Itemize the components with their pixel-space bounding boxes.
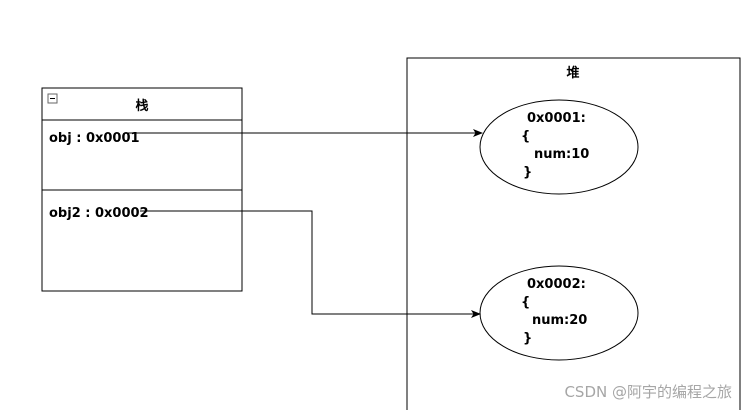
heap-object-open-brace: { — [521, 295, 530, 310]
heap-object-close-brace: } — [523, 331, 532, 346]
watermark: CSDN @阿宇的编程之旅 — [564, 383, 732, 401]
stack-row-obj: obj : 0x0001 — [49, 131, 140, 146]
heap-object-1: 0x0001: { num:10 } — [479, 99, 639, 195]
stack-title: 栈 — [135, 98, 148, 114]
heap-object-field: num:20 — [532, 313, 587, 328]
heap-object-ellipse — [479, 99, 639, 195]
heap-object-field: num:10 — [534, 147, 589, 162]
heap-title: 堆 — [566, 65, 579, 81]
heap-container: 堆 — [406, 57, 741, 410]
heap-object-open-brace: { — [521, 129, 530, 144]
collapse-icon[interactable] — [47, 93, 58, 104]
stack-row-obj2: obj2 : 0x0002 — [49, 206, 149, 221]
heap-border — [406, 57, 741, 410]
heap-object-address: 0x0002: — [527, 277, 586, 292]
heap-object-address: 0x0001: — [527, 111, 586, 126]
heap-object-2: 0x0002: { num:20 } — [479, 265, 639, 361]
heap-object-close-brace: } — [523, 165, 532, 180]
stack-container: 栈 obj : 0x0001 obj2 : 0x0002 — [41, 87, 243, 292]
reference-arrow-obj2 — [140, 210, 481, 318]
